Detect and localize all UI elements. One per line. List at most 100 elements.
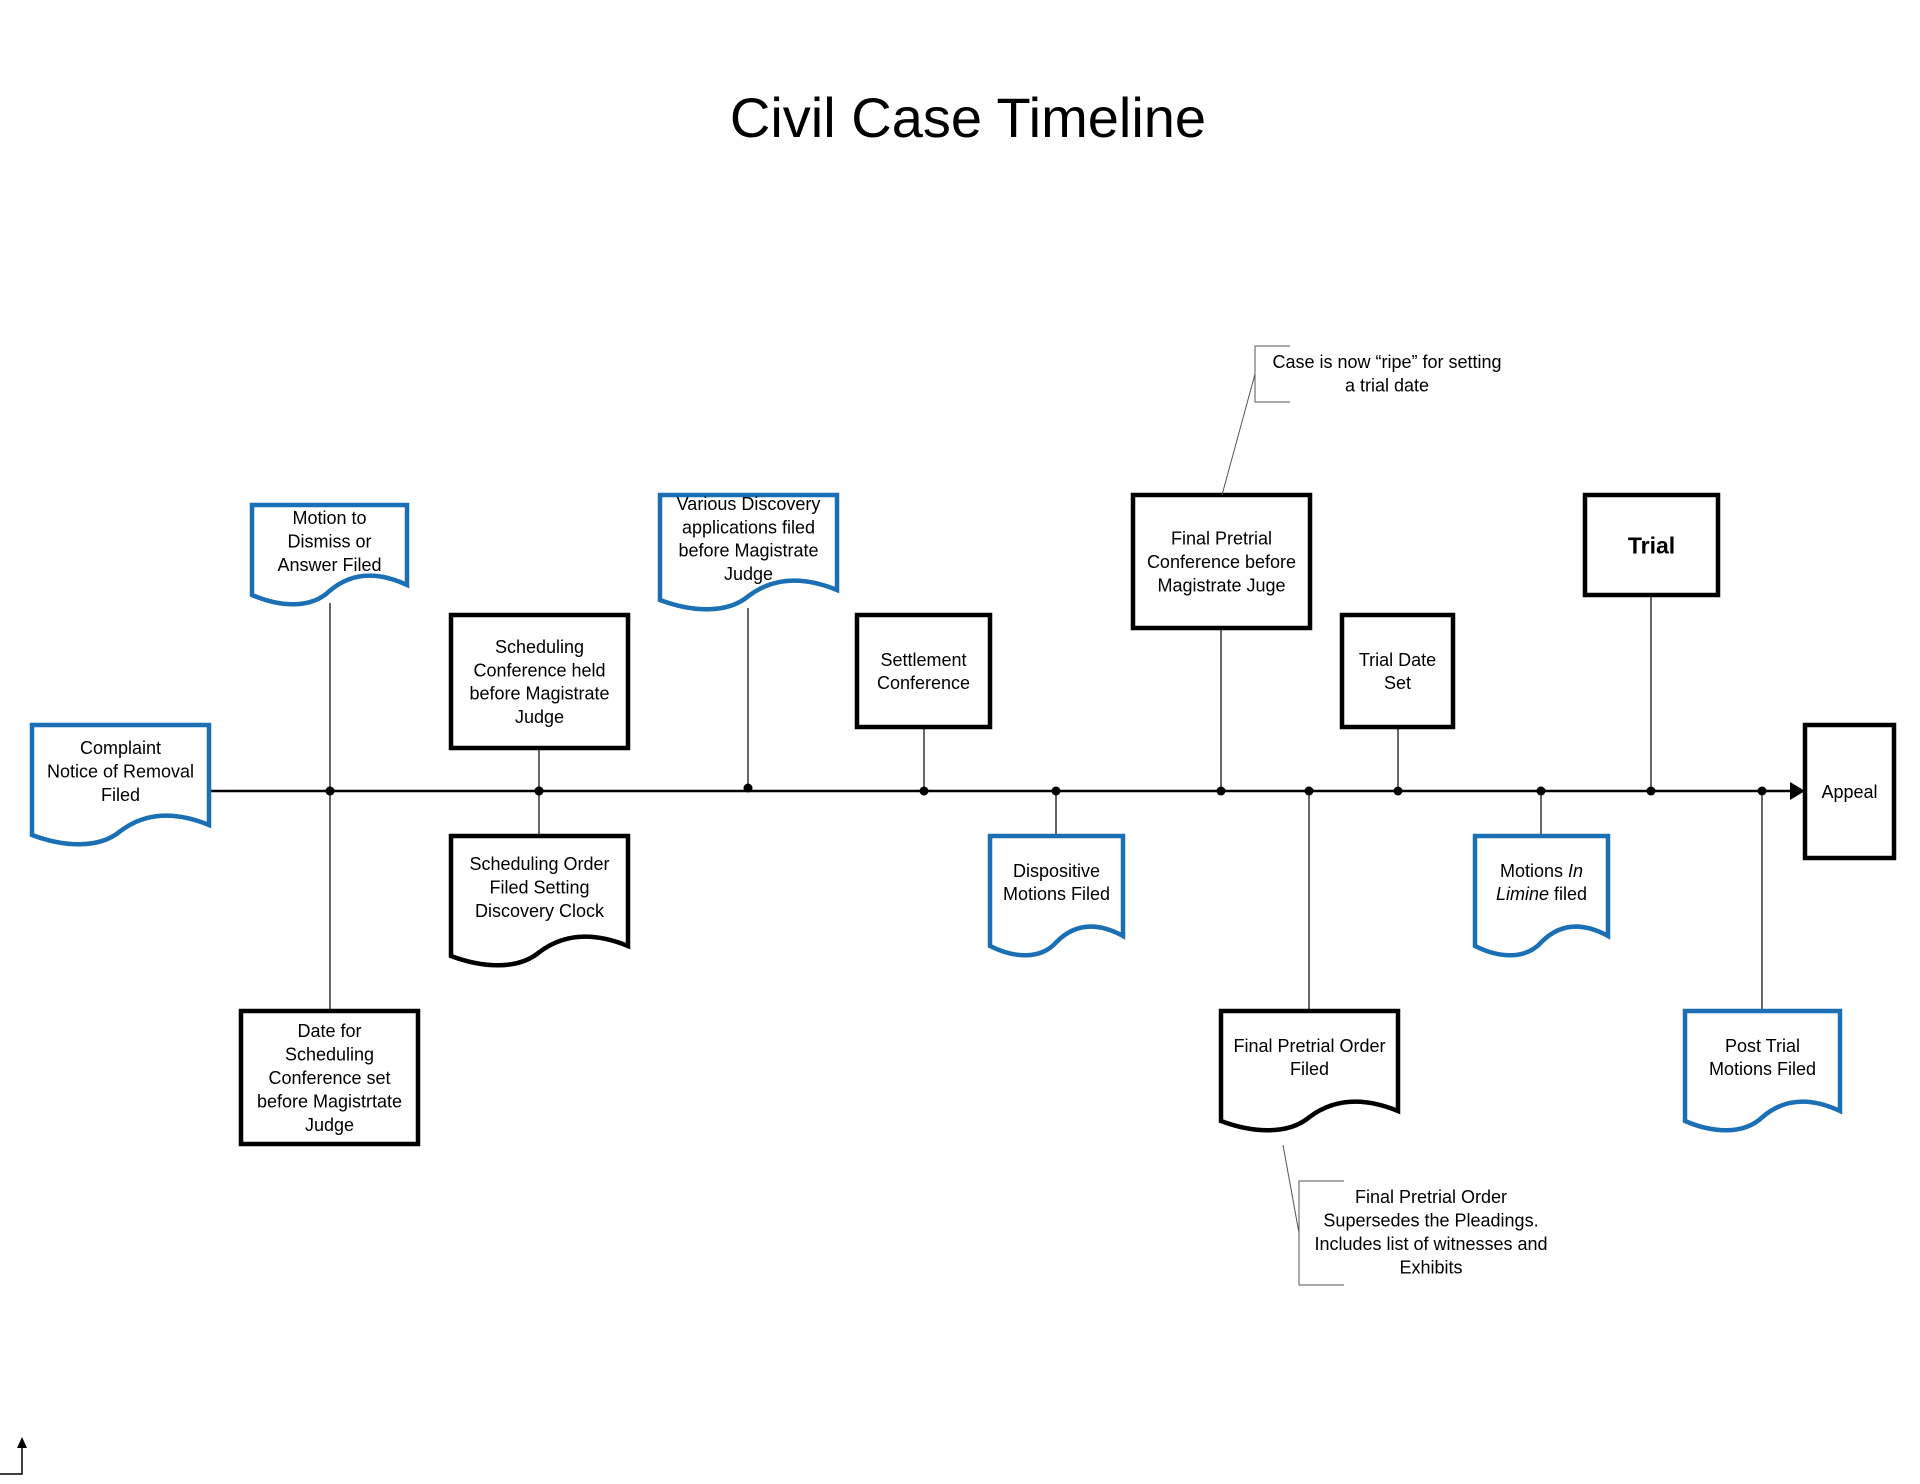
- motion-to-dismiss-label-line: Answer Filed: [277, 555, 381, 575]
- supersedes-note-bracket: [1298, 1180, 1344, 1286]
- dispositive-document-shape: [987, 833, 1126, 958]
- post-trial-document-shape: [1682, 1008, 1843, 1133]
- annotation-layer: Case is now “ripe” for setting a trial da…: [1221, 345, 1548, 1286]
- scheduling-order-document-shape: [448, 833, 631, 968]
- scheduling-order-label-line: Discovery Clock: [475, 901, 605, 921]
- settlement-label-line: Settlement: [880, 650, 966, 670]
- discovery-document-shape: [657, 492, 840, 612]
- motions-in-limine-label-span: Limine: [1496, 884, 1549, 904]
- scheduling-conference-label-line: Conference held: [473, 660, 605, 680]
- junction-dot-final-pretrial-order: [1304, 786, 1314, 796]
- junction-dot-date-scheduling: [325, 786, 335, 796]
- junction-dot-dispositive: [1051, 786, 1061, 796]
- ripe-note-text-line: a trial date: [1345, 376, 1429, 396]
- supersedes-note-text-line: Supersedes the Pleadings.: [1323, 1211, 1538, 1231]
- event-appeal: Appeal: [1802, 722, 1897, 861]
- scheduling-order-label-line: Filed Setting: [489, 877, 589, 897]
- event-discovery: Various Discovery applications filed befor…: [657, 492, 840, 612]
- connector-layer: [329, 595, 1763, 1011]
- annotation-ripe-note: Case is now “ripe” for setting a trial da…: [1221, 345, 1502, 496]
- motions-in-limine-label-line: Motions In: [1500, 861, 1583, 881]
- trial-date-label-line: Set: [1384, 673, 1411, 693]
- junction-dot-settlement: [919, 786, 929, 796]
- post-trial-label-line: Post Trial: [1725, 1036, 1800, 1056]
- date-scheduling-label-line: Judge: [305, 1115, 354, 1135]
- scheduling-order-label-line: Scheduling Order: [469, 854, 609, 874]
- discovery-label-line: Various Discovery: [677, 494, 821, 514]
- trial-label-line: Trial: [1628, 532, 1675, 558]
- final-pretrial-conference-label-line: Conference before: [1147, 552, 1296, 572]
- final-pretrial-conference-label-line: Magistrate Juge: [1157, 575, 1285, 595]
- discovery-label-line: Judge: [724, 564, 773, 584]
- ripe-note-text-line: Case is now “ripe” for setting: [1272, 352, 1501, 372]
- final-pretrial-conference-process-box: [1130, 492, 1313, 631]
- scheduling-conference-process-box: [448, 612, 631, 751]
- settlement-label-line: Conference: [877, 673, 970, 693]
- supersedes-note-text-line: Final Pretrial Order: [1355, 1187, 1507, 1207]
- complaint-label-line: Filed: [101, 785, 140, 805]
- timeline-axis: [209, 782, 1805, 800]
- timeline-arrow-icon: [1790, 782, 1805, 800]
- scheduling-conference-label-line: Scheduling: [495, 637, 584, 657]
- motions-in-limine-label-span: Motions: [1500, 861, 1568, 881]
- motions-in-limine-label-line: Limine filed: [1496, 884, 1587, 904]
- motion-to-dismiss-label-line: Motion to: [292, 508, 366, 528]
- motion-to-dismiss-label-line: Dismiss or: [288, 531, 372, 551]
- junction-dot-trial-date: [1393, 786, 1403, 796]
- junction-dot-scheduling-order: [534, 786, 544, 796]
- event-motion-to-dismiss: Motion to Dismiss or Answer Filed: [249, 502, 410, 607]
- final-pretrial-order-label-line: Final Pretrial Order: [1233, 1036, 1385, 1056]
- trial-process-box: [1582, 492, 1721, 598]
- dispositive-label-line: Dispositive: [1013, 861, 1100, 881]
- appeal-label-line: Appeal: [1821, 782, 1877, 802]
- page-title: Civil Case Timeline: [730, 86, 1206, 149]
- junction-dot-final-pretrial-conference: [1216, 786, 1226, 796]
- final-pretrial-order-document-shape: [1218, 1008, 1401, 1133]
- complaint-label-line: Notice of Removal: [47, 761, 194, 781]
- supersedes-note-text-line: Includes list of witnesses and: [1314, 1234, 1547, 1254]
- discovery-label-line: applications filed: [682, 517, 815, 537]
- date-scheduling-label-line: Scheduling: [285, 1045, 374, 1065]
- final-pretrial-order-label-line: Filed: [1290, 1059, 1329, 1079]
- trial-date-label-line: Trial Date: [1359, 650, 1436, 670]
- junction-dot-trial: [1646, 786, 1656, 796]
- settlement-process-box: [854, 612, 993, 730]
- motions-in-limine-label-span: In: [1568, 861, 1583, 881]
- complaint-label-line: Complaint: [80, 738, 161, 758]
- dispositive-label-line: Motions Filed: [1003, 884, 1110, 904]
- corner-arrow-icon: [0, 1437, 27, 1475]
- date-scheduling-label-line: before Magistrtate: [257, 1091, 402, 1111]
- event-trial: Trial: [1582, 492, 1721, 598]
- ripe-note-leader-line: [1221, 373, 1256, 496]
- junction-dot-discovery: [743, 783, 753, 793]
- scheduling-conference-label-line: before Magistrate: [469, 684, 609, 704]
- date-scheduling-label-line: Conference set: [268, 1068, 390, 1088]
- discovery-label-line: before Magistrate: [678, 541, 818, 561]
- complaint-document-shape: [29, 722, 212, 847]
- trial-date-process-box: [1339, 612, 1456, 730]
- supersedes-note-leader-line: [1282, 1144, 1300, 1234]
- motions-in-limine-document-shape: [1472, 833, 1611, 958]
- supersedes-note-text-line: Exhibits: [1399, 1258, 1462, 1278]
- junction-dot-post-trial: [1757, 786, 1767, 796]
- junction-dot-motions-in-limine: [1536, 786, 1546, 796]
- date-scheduling-process-box: [238, 1008, 421, 1147]
- date-scheduling-label-line: Date for: [297, 1021, 361, 1041]
- motion-to-dismiss-document-shape: [249, 502, 410, 607]
- motions-in-limine-label-span: filed: [1549, 884, 1587, 904]
- appeal-process-box: [1802, 722, 1897, 861]
- post-trial-label-line: Motions Filed: [1709, 1059, 1816, 1079]
